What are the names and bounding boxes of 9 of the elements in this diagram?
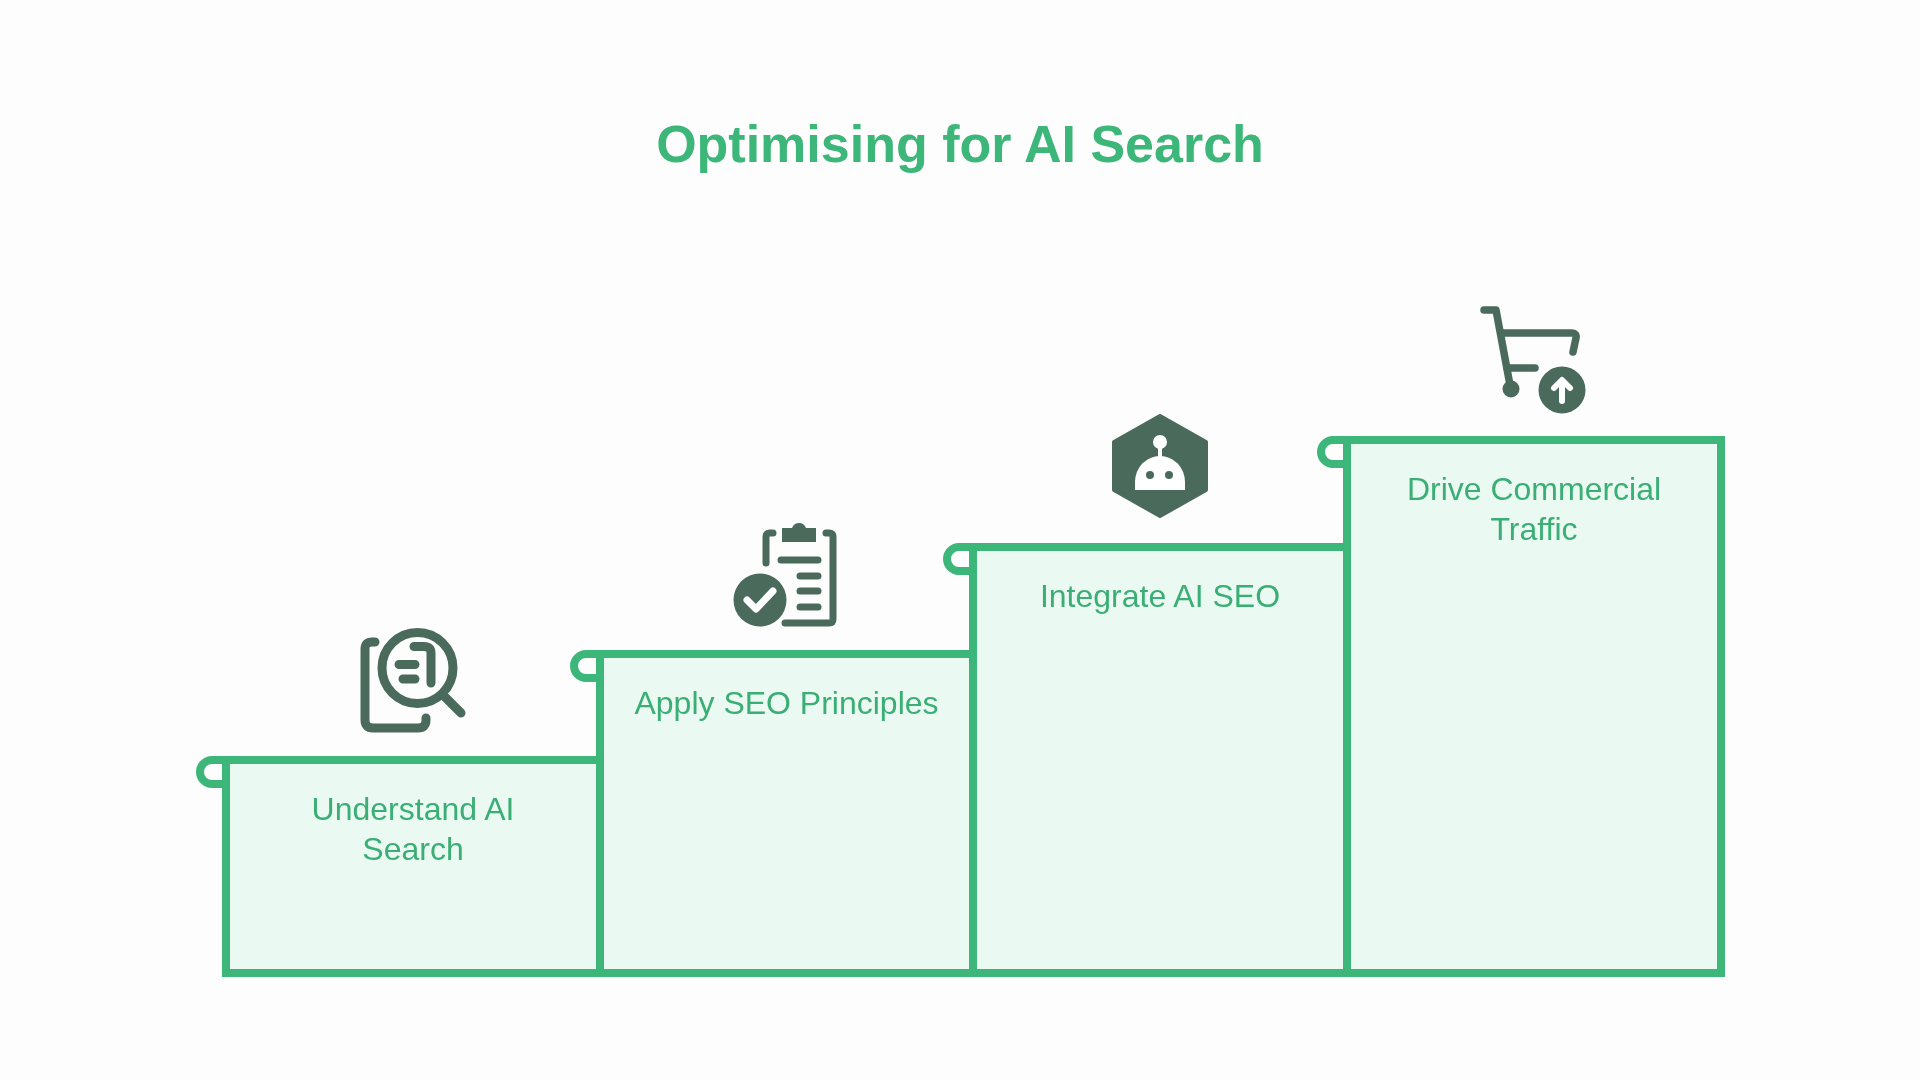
step-block	[222, 756, 596, 977]
step-text: Apply SEO Principles	[633, 684, 940, 723]
step-block	[969, 543, 1343, 977]
title: Optimising for AI Search	[655, 114, 1265, 175]
step-block	[1343, 436, 1725, 977]
step-text: Understand AI Search	[310, 790, 516, 869]
step-text: Integrate AI SEO	[1038, 577, 1282, 616]
step-text: Drive Commercial Traffic	[1405, 470, 1663, 549]
step-block	[596, 650, 969, 977]
